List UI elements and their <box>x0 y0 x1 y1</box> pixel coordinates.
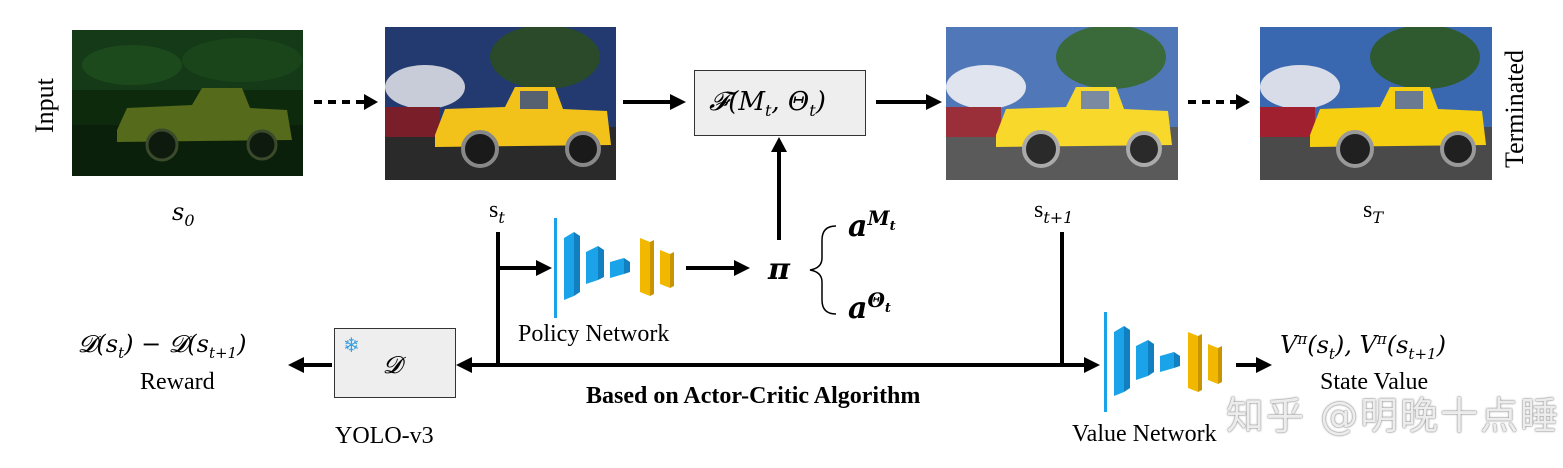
input-label: Input <box>30 78 59 133</box>
policy-network-label: Policy Network <box>518 321 670 347</box>
snowflake-icon: ❄ <box>343 333 360 357</box>
reward-label: Reward <box>140 369 215 395</box>
state-value-label: State Value <box>1320 369 1429 395</box>
detector-label: YOLO-v3 <box>335 423 434 449</box>
state-label-st1: st+1 <box>1034 197 1074 227</box>
policy-network-icon <box>554 218 674 318</box>
image-sT <box>1260 27 1492 180</box>
transform-box-text: 𝓕(M <box>709 87 765 117</box>
value-network-icon <box>1104 312 1222 412</box>
action-m: aMt <box>848 206 896 244</box>
terminated-label: Terminated <box>1500 49 1529 168</box>
detector-symbol: 𝓓 <box>383 351 402 379</box>
image-st1 <box>946 27 1178 180</box>
value-network-label: Value Network <box>1072 421 1217 447</box>
reward-formula: 𝓓(st) − 𝓓(st+1) <box>78 330 247 362</box>
image-s0-dark <box>72 30 303 176</box>
state-label-st: st <box>489 197 505 227</box>
brace-actions <box>809 225 837 315</box>
algorithm-label: Based on Actor-Critic Algorithm <box>586 383 921 409</box>
watermark: 知乎 @明晚十点睡 <box>1226 394 1561 438</box>
transform-box: 𝓕(Mt, Θt) <box>694 70 866 136</box>
state-label-sT: sT <box>1363 197 1384 227</box>
detector-box: ❄ 𝓓 <box>334 328 456 398</box>
pi-symbol: π <box>768 252 790 287</box>
image-st <box>385 27 616 180</box>
action-theta: aΘt <box>848 288 891 326</box>
state-label-s0: s0 <box>172 198 195 230</box>
state-value-formula: Vπ(st), Vπ(st+1) <box>1280 330 1446 363</box>
